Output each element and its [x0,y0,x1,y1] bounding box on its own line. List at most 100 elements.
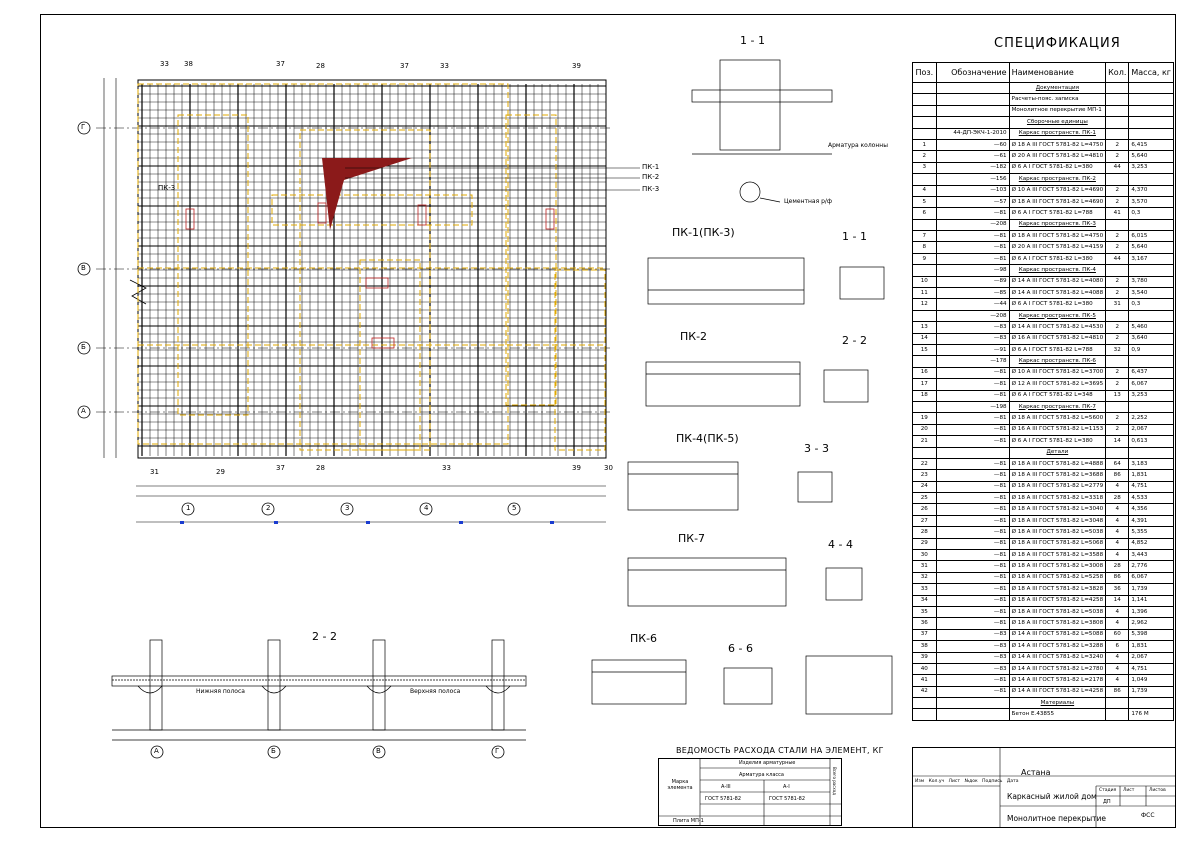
spec-cell-qty [1105,218,1130,232]
spec-cell-des: —81 [935,207,1010,220]
spec-cell-name: Ø 6 А I ГОСТ 5781-82 L=348 [1008,389,1107,402]
beam-outlines [137,83,606,451]
spec-cell-name: Ø 14 А III ГОСТ 5781-82 L=4530 [1008,321,1107,334]
spec-cell-qty: 14 [1105,594,1130,607]
spec-cell-name: Ø 10 А III ГОСТ 5781-82 L=4690 [1008,184,1107,197]
spec-cell-des: —81 [935,571,1010,585]
spec-cell-pos: 42 [912,685,937,699]
spec-cell-mass [1128,309,1174,323]
spec-cell-mass: 3,253 [1128,161,1174,175]
spec-cell-mass: 3,780 [1128,275,1174,289]
plan-section-label-2-2: 2 - 2 [312,630,337,643]
spec-cell-name: Каркас пространств. ПК-5 [1008,309,1107,323]
spec-cell-name: Ø 6 А I ГОСТ 5781-82 L=380 [1008,252,1107,266]
spec-cell-pos: 10 [912,275,937,289]
spec-cell-name: Ø 6 А I ГОСТ 5781-82 L=380 [1008,298,1107,311]
spec-cell-mass [1128,697,1174,710]
spec-cell-name: Ø 18 А III ГОСТ 5781-82 L=3040 [1008,503,1107,516]
spec-cell-name: Ø 16 А III ГОСТ 5781-82 L=4810 [1008,332,1107,346]
spec-cell-pos: 34 [912,594,937,607]
spec-cell-des: —81 [935,560,1010,573]
spec-cell-qty: 36 [1105,583,1130,596]
title-block-stage: ДП [1103,799,1111,805]
spec-cell-des: —57 [935,195,1010,209]
spec-cell-pos: 19 [912,412,937,425]
spec-cell-mass: 3,183 [1128,457,1174,471]
spec-cell-pos [912,81,937,95]
spec-cell-pos: 29 [912,537,937,551]
note-cement: Цементная р/ф [784,198,833,205]
spec-cell-mass: 4,533 [1128,492,1174,505]
spec-cell-name: Документация [1008,81,1107,95]
spec-cell-name: Ø 6 А I ГОСТ 5781-82 L=380 [1008,435,1107,448]
spec-cell-des [935,708,1010,721]
spec-cell-mass: 2,067 [1128,651,1174,664]
red-opening-hatch [322,158,412,230]
spec-cell-des [935,446,1010,459]
steel-table: Марка элемента Изделия арматурные Армату… [658,758,842,826]
spec-cell-name: Ø 18 А III ГОСТ 5781-82 L=5038 [1008,605,1107,619]
spec-cell-name: Ø 14 А III ГОСТ 5781-82 L=5088 [1008,628,1107,642]
spec-cell-mass: 1,141 [1128,594,1174,607]
spec-cell-pos: 33 [912,583,937,596]
spec-header: Поз. [912,62,937,83]
spec-cell-pos: 11 [912,287,937,300]
steel-table-grid [658,758,842,826]
spec-cell-name: Ø 16 А III ГОСТ 5781-82 L=1153 [1008,423,1107,437]
spec-cell-pos: 31 [912,560,937,573]
spec-table: Поз. Обозначение Наименование Кол. Масса… [912,62,1174,721]
spec-cell-name: Сборочные единицы [1008,116,1107,129]
spec-cell-pos: 37 [912,628,937,642]
steel-table-title: ВЕДОМОСТЬ РАСХОДА СТАЛИ НА ЭЛЕМЕНТ, КГ [676,746,884,755]
title-block-stage-label: Стадия [1099,788,1117,793]
spec-cell-qty: 2 [1105,184,1130,197]
axis-label-left: Б [81,343,86,351]
spec-cell-qty: 32 [1105,343,1130,357]
spec-cell-des: —60 [935,138,1010,152]
spec-cell-des: —81 [935,514,1010,528]
spec-cell-des: —81 [935,241,1010,254]
spec-cell-des: —81 [935,537,1010,551]
section-label-3-3: 3 - 3 [804,442,829,455]
spec-cell-qty: 4 [1105,480,1130,494]
spec-cell-des: —81 [935,378,1010,391]
spec-cell-qty: 44 [1105,252,1130,266]
section-2-2 [111,639,527,741]
spec-cell-des: —182 [935,161,1010,175]
plan-axis-markers-bottom [181,502,521,516]
spec-cell-qty: 4 [1105,514,1130,528]
spec-cell-pos: 12 [912,298,937,311]
spec-cell-pos: 27 [912,514,937,528]
spec-cell-name: Каркас пространств. ПК-3 [1008,218,1107,232]
spec-cell-name: Ø 18 А III ГОСТ 5781-82 L=3828 [1008,583,1107,596]
spec-cell-pos: 22 [912,457,937,471]
bottom-mark: 28 [316,464,325,472]
spec-cell-mass: 1,049 [1128,674,1174,687]
spec-cell-des: —81 [935,389,1010,402]
spec-cell-name: Ø 14 А III ГОСТ 5781-82 L=2178 [1008,674,1107,687]
top-mark: 28 [316,62,325,70]
spec-row: Материалы [912,697,1174,710]
spec-cell-qty: 4 [1105,537,1130,551]
steel-gost2: ГОСТ 5781-82 [769,796,806,802]
spec-cell-mass: 0,613 [1128,435,1174,448]
section-label-4-4: 4 - 4 [828,538,853,551]
spec-cell-pos: 40 [912,662,937,676]
section-axis-markers [150,745,505,759]
spec-cell-mass [1128,81,1174,95]
steel-row-label: Плита МП-1 [673,818,704,824]
spec-cell-qty: 86 [1105,685,1130,699]
spec-cell-name: Ø 14 А III ГОСТ 5781-82 L=2780 [1008,662,1107,676]
spec-cell-mass [1128,127,1174,140]
